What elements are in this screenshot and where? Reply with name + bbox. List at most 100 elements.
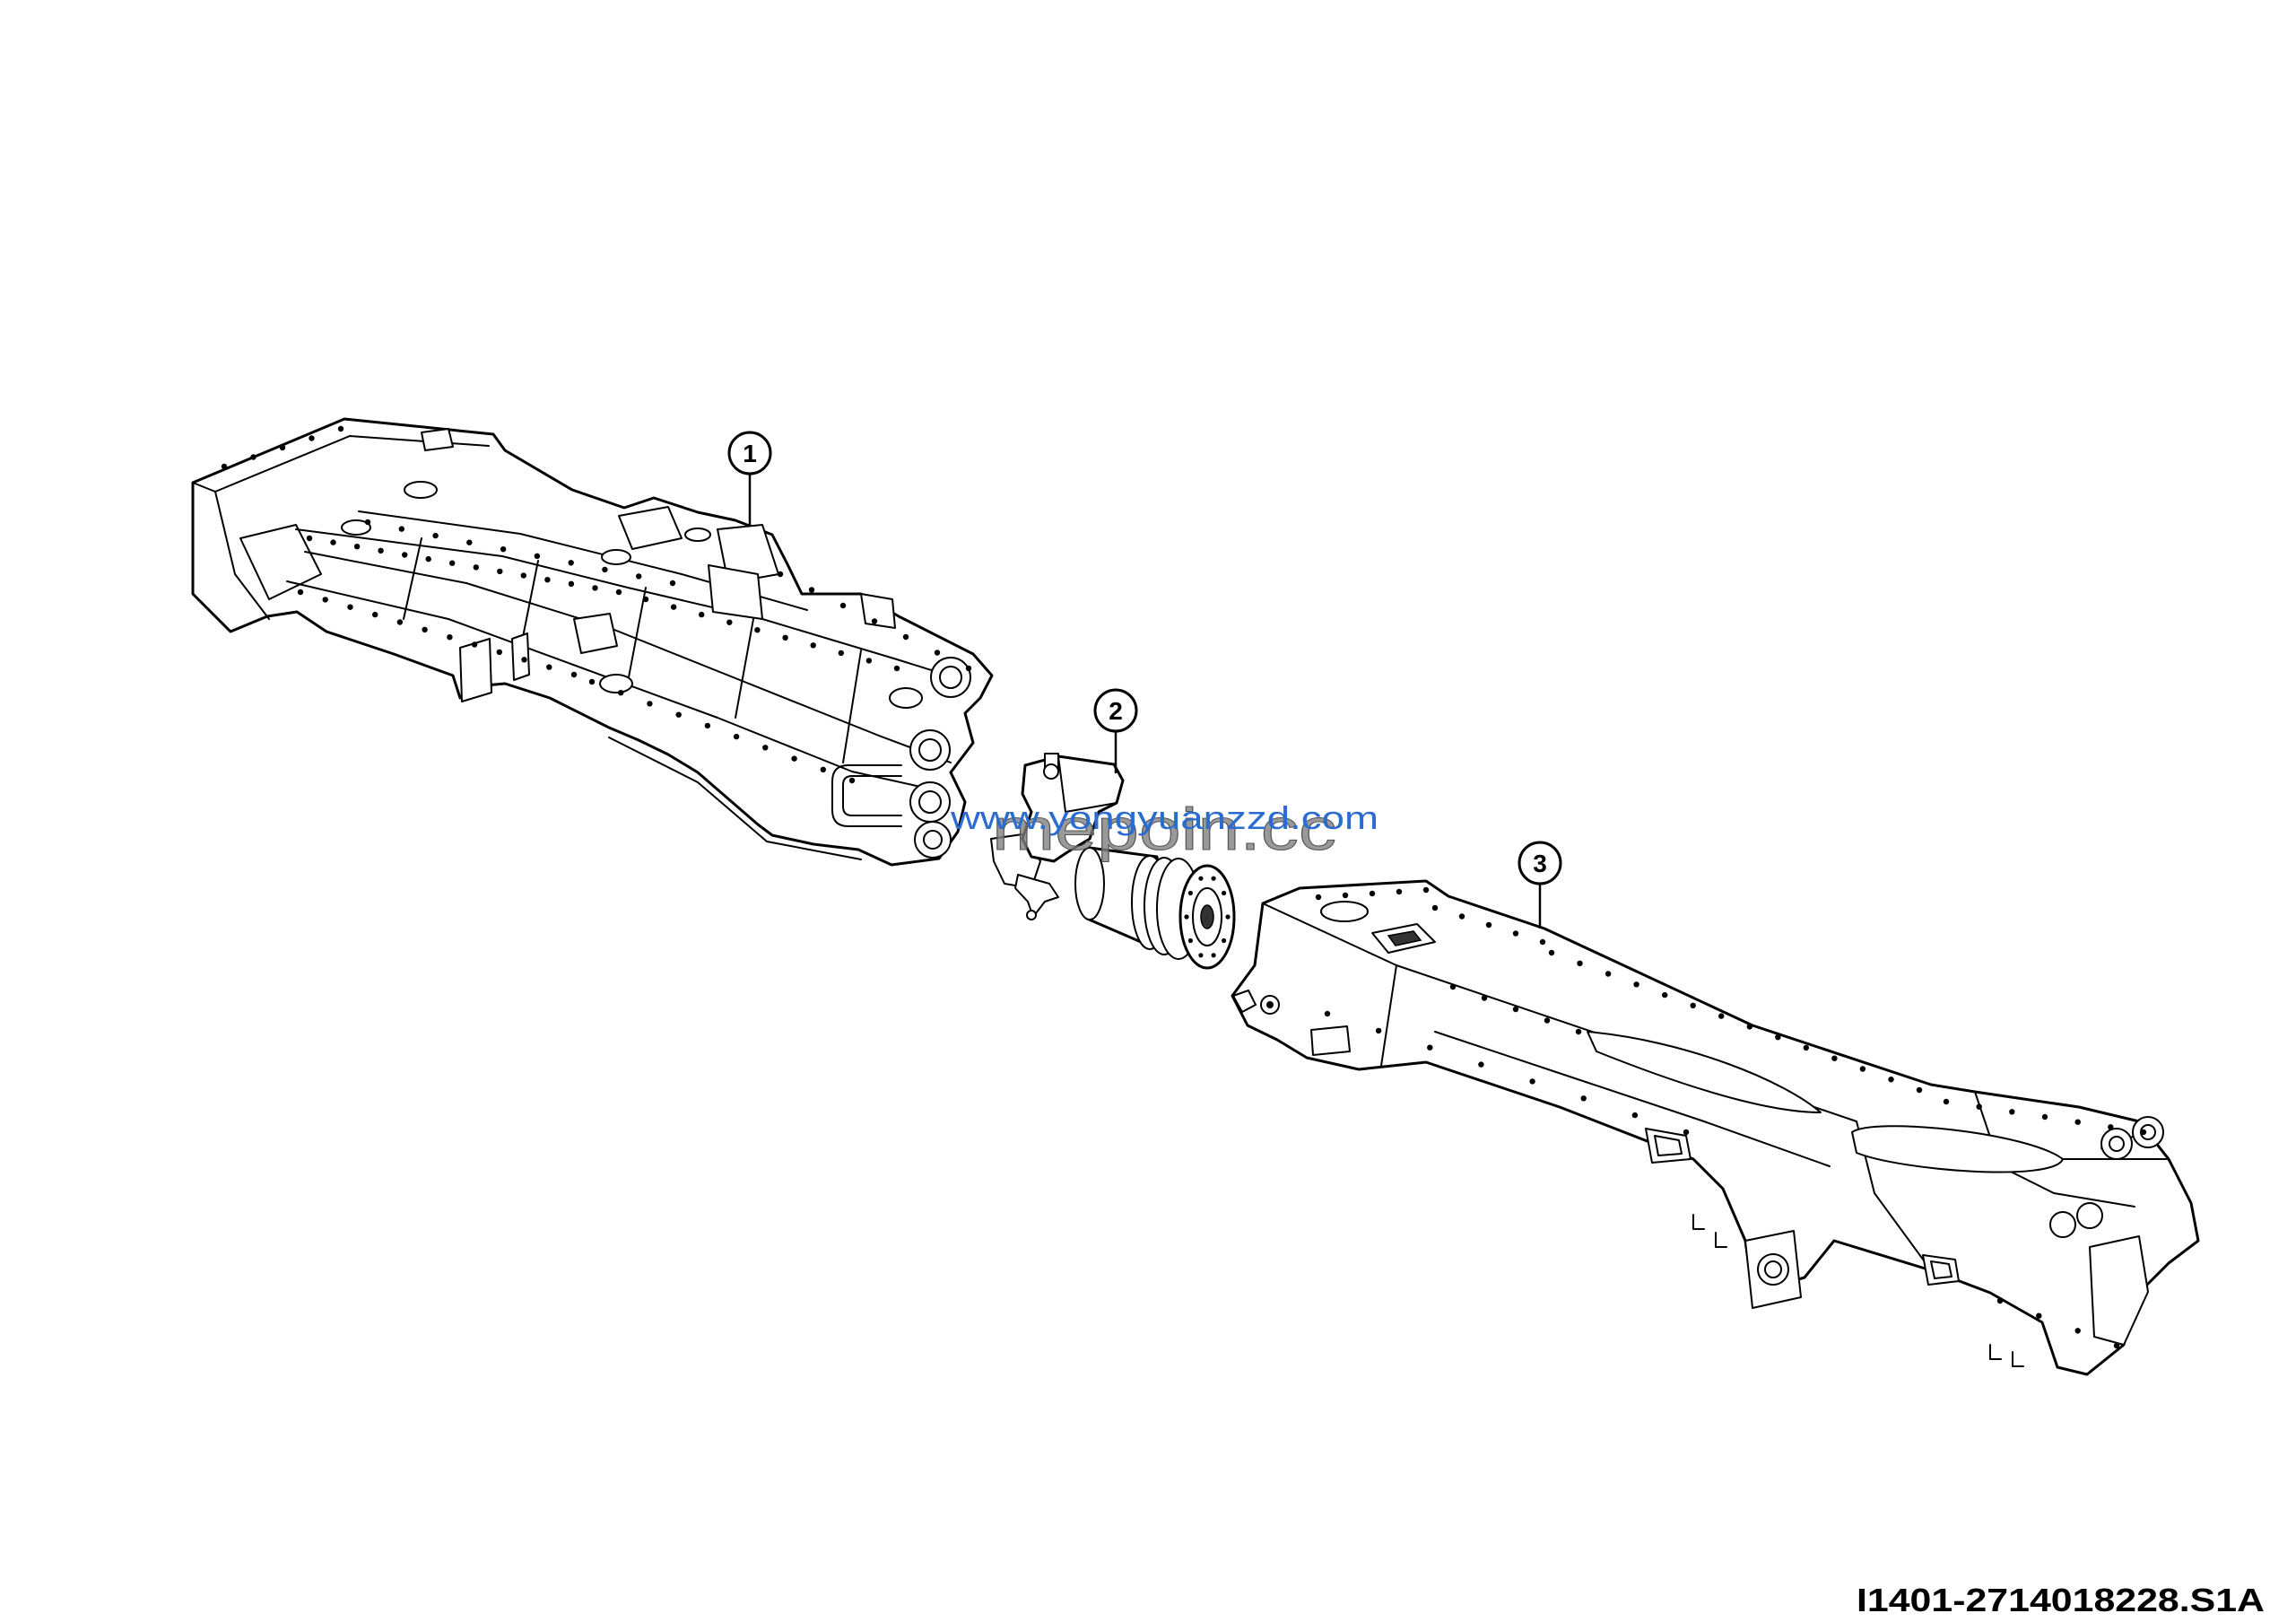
mounting-hole: [2009, 1109, 2015, 1115]
watermark-url: www.yongyuanzzd.com: [950, 799, 1378, 836]
front-box-face-edge: [192, 482, 270, 620]
rear-crossmember-edge: [1974, 1091, 2135, 1208]
mounting-hole: [588, 678, 596, 685]
mounting-hole: [838, 650, 844, 657]
mounting-hole: [1481, 995, 1488, 1001]
mounting-hole: [2041, 1113, 2048, 1121]
mounting-hole: [762, 745, 769, 751]
mounting-hole: [496, 649, 502, 656]
mounting-hole: [466, 539, 473, 545]
bracket-edge: [1057, 755, 1066, 813]
mounting-hole: [322, 597, 328, 603]
mounting-hole: [2074, 1328, 2081, 1334]
mounting-hole: [1544, 1017, 1551, 1024]
mounting-hole: [500, 546, 507, 553]
mounting-hole: [2140, 1129, 2147, 1136]
mounting-hole: [1859, 1066, 1866, 1072]
mounting-hole: [497, 568, 503, 575]
mounting-hole: [447, 634, 453, 641]
rear-boss: [2049, 1211, 2076, 1238]
mounting-hole: [1222, 890, 1227, 896]
rear-boss-inner: [2109, 1136, 2125, 1152]
mounting-hole: [1211, 876, 1216, 881]
mounting-hole: [893, 665, 900, 672]
rear-mount-ring-inner: [1764, 1260, 1782, 1278]
mounting-hole: [1485, 921, 1492, 929]
mounting-hole: [777, 571, 784, 578]
mounting-hole: [1718, 1013, 1725, 1019]
mounting-hole: [865, 658, 873, 664]
rear-frame: [1231, 879, 2200, 1376]
center-pivot-assembly: [990, 753, 1236, 970]
mounting-hole: [534, 553, 541, 559]
rear-frame-outline: [1231, 879, 2200, 1376]
front-corner-edge: [1380, 964, 1397, 1067]
mounting-hole: [347, 604, 353, 610]
mounting-hole: [902, 633, 909, 641]
mounting-hole: [733, 733, 740, 740]
mounting-hole: [471, 641, 478, 648]
under-tab: [1715, 1232, 1727, 1248]
mounting-hole: [1342, 892, 1349, 899]
mounting-hole: [402, 552, 408, 558]
front-box-top-tab: [421, 428, 454, 451]
pivot-ring: [918, 790, 942, 814]
mounting-hole: [2108, 1124, 2114, 1130]
mounting-hole: [1427, 1044, 1433, 1051]
side-window: [1310, 1025, 1351, 1056]
round-mount: [404, 481, 438, 499]
mounting-hole: [372, 611, 378, 618]
round-mount: [889, 687, 923, 709]
bracket-edge: [1065, 802, 1118, 813]
mounting-hole: [2036, 1312, 2042, 1319]
lower-rail: [286, 580, 934, 790]
round-mount: [684, 528, 711, 542]
rear-side-plate: [2089, 1235, 2149, 1346]
pivot-ring: [918, 738, 942, 762]
mounting-hole: [1324, 1010, 1331, 1017]
pivot-ring: [923, 830, 943, 850]
mounting-hole: [1225, 914, 1231, 920]
mounting-hole: [1916, 1086, 1923, 1094]
mounting-hole: [297, 589, 304, 596]
mounting-hole: [965, 665, 972, 672]
mounting-hole: [1683, 1129, 1690, 1136]
mounting-hole: [1529, 1078, 1535, 1085]
mounting-hole: [473, 564, 479, 571]
mounting-hole: [1943, 1098, 1950, 1105]
mounting-hole: [422, 626, 428, 632]
mounting-hole: [568, 580, 575, 587]
mounting-hole: [1431, 904, 1439, 911]
mounting-hole: [378, 547, 384, 554]
callout-1: 1: [727, 431, 772, 525]
mounting-hole: [699, 611, 705, 618]
mounting-hole: [1996, 1297, 2004, 1304]
under-tab: [2012, 1351, 2024, 1367]
pivot-lower-leg: [1014, 874, 1059, 918]
round-mount: [599, 674, 633, 693]
mounting-hole: [364, 519, 371, 526]
mounting-hole: [449, 560, 456, 566]
bracket: [573, 613, 618, 654]
mounting-hole: [1422, 886, 1430, 894]
mounting-hole: [1662, 991, 1668, 998]
round-mount: [601, 549, 631, 565]
mounting-hole: [1187, 890, 1193, 896]
mounting-hole: [1198, 953, 1204, 958]
pivot-disc-holes: [1184, 876, 1231, 958]
mounting-hole: [1803, 1044, 1810, 1051]
mounting-hole: [1211, 953, 1216, 958]
callout-circle: [727, 431, 772, 475]
mounting-hole: [675, 711, 682, 718]
mounting-hole: [1831, 1055, 1838, 1061]
mounting-hole: [669, 580, 676, 587]
rear-boss: [2076, 1202, 2103, 1229]
mounting-hole: [570, 671, 578, 678]
mounting-hole: [2113, 1342, 2120, 1349]
mounting-hole: [1631, 1112, 1639, 1119]
bracket: [860, 593, 896, 629]
bracket: [708, 564, 763, 620]
mounting-hole: [1512, 930, 1519, 937]
mounting-hole: [1222, 937, 1227, 944]
mounting-hole: [1369, 890, 1376, 897]
